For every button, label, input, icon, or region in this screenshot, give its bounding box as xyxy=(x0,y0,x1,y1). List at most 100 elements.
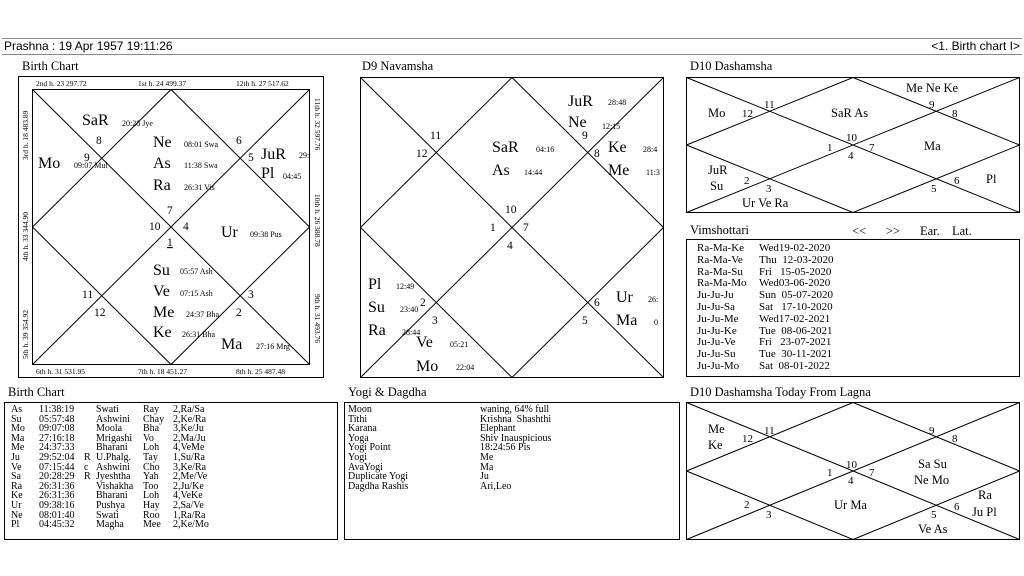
planet-pada: 2,Ke/Mo xyxy=(173,519,209,531)
planet-syllable: Ray xyxy=(143,404,160,415)
d10t-house-4: 4 xyxy=(848,475,854,487)
dasha-date: Wed19-02-2020 xyxy=(759,242,831,254)
d9-planet-ma: Ma xyxy=(616,312,637,329)
planet-nakshatra: Magha xyxy=(96,519,124,531)
d10t-top-left-b: Ke xyxy=(708,438,723,452)
border-top-1: 1st h. 24 499.37 xyxy=(138,79,186,88)
d9-planet-as: As xyxy=(492,162,510,179)
birth-chart[interactable]: 2nd h. 23 297.72 1st h. 24 499.37 12th h… xyxy=(18,76,324,378)
planet-name: Ur xyxy=(11,499,22,511)
bc-house-1: 1 xyxy=(167,237,173,249)
dasha-date: Sat 17-10-2020 xyxy=(759,300,833,313)
d9-planet-ur: Ur xyxy=(616,289,634,306)
bc-planet-ur: Ur xyxy=(221,224,239,241)
dasha-date: Fri 15-05-2020 xyxy=(759,265,832,278)
d10-top-right: Me Ne Ke xyxy=(906,81,959,95)
planet-degree: 26:31:36 xyxy=(39,490,75,502)
window-header: Prashna : 19 Apr 1957 19:11:26 <1. Birth… xyxy=(2,38,1022,55)
d9-house-3: 3 xyxy=(432,315,438,327)
d9-planet-pl: Pl xyxy=(368,276,382,293)
bc-house-8: 8 xyxy=(96,135,102,147)
planet-nakshatra: Vishakha xyxy=(96,480,134,492)
planet-syllable: Vo xyxy=(143,432,154,444)
planet-nakshatra: Bharani xyxy=(96,442,128,454)
d9-planet-ne: Ne xyxy=(568,114,587,131)
vimshottari-title: Vimshottari xyxy=(690,223,749,237)
bc-house-6: 6 xyxy=(236,135,242,147)
yogi-label: Moon xyxy=(348,404,372,415)
dasha-date: Sun 05-07-2020 xyxy=(759,289,833,302)
bc-house-7: 7 xyxy=(167,205,173,217)
border-left-1: 4th h. 33 344.90 xyxy=(21,212,30,261)
planet-degree: 09:07:08 xyxy=(39,423,75,435)
planet-syllable: Cho xyxy=(143,461,160,473)
d9-deg-ra: 28:44 xyxy=(402,328,420,337)
d10t-center-right-b: Ne Mo xyxy=(914,473,949,487)
planet-degree: 04:45:32 xyxy=(39,519,75,531)
planet-name: Pl xyxy=(11,519,20,531)
dasha-period: Ju-Ju-Ke xyxy=(697,324,737,337)
planet-pada: 2,Ju/Ke xyxy=(173,480,204,492)
bc-house-5: 5 xyxy=(248,152,254,164)
d10t-house-12: 12 xyxy=(742,433,753,445)
bc-house-4: 4 xyxy=(183,221,189,233)
planet-syllable: Loh xyxy=(143,490,160,502)
planet-pada: 4,VeMe xyxy=(173,442,205,454)
border-top-2: 12th h. 27 517.62 xyxy=(236,79,289,88)
bc-house-9: 9 xyxy=(84,152,90,164)
d9-house-8: 8 xyxy=(594,148,600,160)
d10t-center-right-a: Sa Su xyxy=(918,457,948,471)
d9-deg-me: 11:3 xyxy=(646,168,660,177)
dasha-date: Fri 23-07-2021 xyxy=(759,336,832,349)
planet-name: Ne xyxy=(11,509,23,521)
d10-house-11: 11 xyxy=(764,99,775,111)
yogi-value: Me xyxy=(480,451,494,463)
planet-degree: 05:57:48 xyxy=(39,413,75,425)
d10-title: D10 Dashamsha xyxy=(690,59,773,73)
bc-deg-pl: 04:45 xyxy=(283,172,301,181)
bc-planet-ke: Ke xyxy=(153,324,172,341)
bc-planet-ve: Ve xyxy=(153,283,170,300)
planet-name: Mo xyxy=(11,423,25,435)
bc-deg-su: 05:57 Ash xyxy=(180,267,213,276)
d10t-house-8: 8 xyxy=(952,433,958,445)
vimshottari-next[interactable]: >> xyxy=(886,224,901,238)
border-top-0: 2nd h. 23 297.72 xyxy=(36,79,87,88)
planet-nakshatra: Moola xyxy=(96,423,123,435)
planet-pada: 3,Ke/Ju xyxy=(173,423,204,435)
planet-pada: 2,Sa/Ve xyxy=(173,499,204,511)
d10-chart[interactable]: 10 4 1 7 11 12 9 8 2 3 5 6 Me Ne Ke Mo S… xyxy=(686,77,1020,213)
bc-house-11: 11 xyxy=(82,289,93,301)
d9-chart[interactable]: 10 7 4 1 11 12 9 8 6 5 2 3 JuR Ne SaR As… xyxy=(360,77,664,378)
d9-deg-ju: 28:48 xyxy=(608,98,626,107)
vimshottari-prev[interactable]: << xyxy=(852,224,867,238)
vimshottari-later[interactable]: Lat. xyxy=(952,224,972,238)
d10-house-12: 12 xyxy=(742,108,753,120)
d9-house-2: 2 xyxy=(420,297,426,309)
d9-planet-ra: Ra xyxy=(368,322,386,339)
border-right-1: 10th h. 26 388.78 xyxy=(313,194,322,247)
chart-selector[interactable]: <1. Birth chart I> xyxy=(931,39,1020,53)
planet-syllable: Loh xyxy=(143,442,160,454)
d9-house-6: 6 xyxy=(594,297,600,309)
d10-house-6: 6 xyxy=(954,175,960,187)
d9-planet-me: Me xyxy=(608,162,629,179)
planet-pada: 2,Ke/Ra xyxy=(173,413,207,425)
d9-deg-sa: 04:16 xyxy=(536,145,554,154)
border-bottom-1: 7th h. 18 451.27 xyxy=(138,367,187,376)
planet-nakshatra: Mrigashi xyxy=(96,432,133,444)
planet-nakshatra: Ashwini xyxy=(96,461,130,473)
d10-today-chart[interactable]: 10 4 1 7 11 12 9 8 2 3 5 6 Me Ke Sa Su N… xyxy=(686,402,1020,540)
bc-planet-me: Me xyxy=(153,304,174,321)
planet-nakshatra: Swati xyxy=(96,509,119,521)
border-right-2: 9th h. 31 493.76 xyxy=(313,294,322,343)
d10t-house-9: 9 xyxy=(929,425,935,437)
planet-degree: 20:28:29 xyxy=(39,471,75,483)
vimshottari-earlier[interactable]: Ear. xyxy=(920,224,940,238)
bc-deg-ke: 26:31 Bha xyxy=(182,330,216,339)
bc-planet-as: As xyxy=(153,155,171,172)
d9-deg-ke: 28:4 xyxy=(643,145,657,154)
planet-degree: 29:52:04 xyxy=(39,451,75,463)
d9-house-12: 12 xyxy=(416,148,428,160)
planet-degree: 08:01:40 xyxy=(39,509,75,521)
